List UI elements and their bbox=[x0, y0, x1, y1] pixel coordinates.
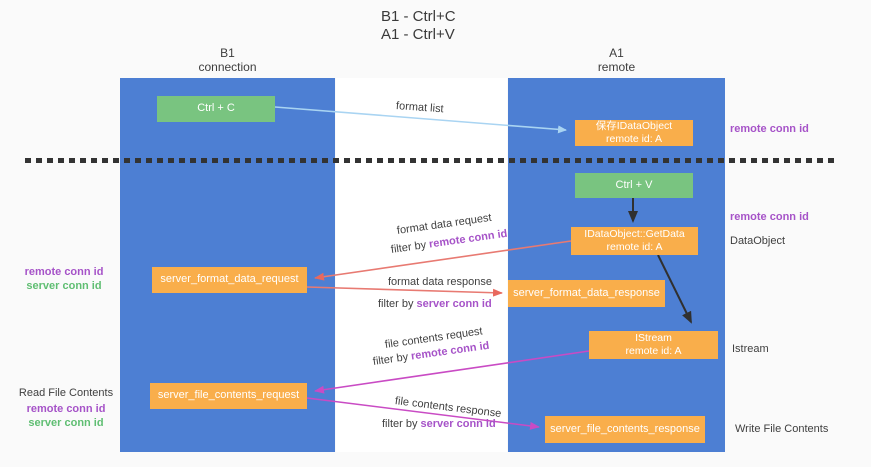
label-server-conn-id-mid-left: server conn id bbox=[26, 280, 102, 292]
page-title-line1: B1 - Ctrl+C bbox=[381, 8, 456, 25]
arrow-format-list bbox=[274, 106, 567, 134]
lane-b1-subtitle: connection bbox=[198, 60, 257, 74]
node-server-format-data-response-label: server_format_data_response bbox=[513, 286, 660, 299]
node-server-file-contents-response-label: server_file_contents_response bbox=[550, 422, 700, 435]
node-server-format-data-request-label: server_format_data_request bbox=[160, 273, 299, 286]
node-ctrl-v-label: Ctrl + V bbox=[615, 178, 653, 191]
label-remote-conn-id-mid-right: remote conn id bbox=[730, 211, 809, 223]
arrow-format-data-request bbox=[314, 240, 572, 281]
lane-b1-title: B1 bbox=[220, 46, 235, 60]
label-filter-by-4: filter by bbox=[382, 418, 421, 430]
node-server-file-contents-request: server_file_contents_request bbox=[150, 383, 307, 409]
label-read-file-contents-group: Read File Contents remote conn id server… bbox=[14, 386, 118, 430]
node-server-format-data-response: server_format_data_response bbox=[508, 280, 665, 307]
lane-gap-band bbox=[336, 78, 507, 452]
node-ctrl-c: Ctrl + C bbox=[157, 96, 275, 122]
arrow-format-data-response bbox=[306, 286, 503, 297]
page-title: B1 - Ctrl+C A1 - Ctrl+V bbox=[381, 8, 456, 44]
label-read-file-contents: Read File Contents bbox=[18, 387, 114, 399]
label-write-file-contents: Write File Contents bbox=[735, 423, 829, 435]
label-dataobject: DataObject bbox=[730, 235, 786, 247]
node-save-idataobject: 保存IDataObject remote id: A bbox=[575, 120, 693, 146]
label-remote-conn-id-bottom-left: remote conn id bbox=[26, 403, 106, 415]
arrow-getdata-to-istream bbox=[657, 254, 692, 324]
node-idataobject-getdata-line1: IDataObject::GetData bbox=[584, 227, 685, 240]
node-istream-line1: IStream bbox=[635, 331, 672, 344]
dashed-divider-line bbox=[25, 158, 835, 163]
arrow-file-contents-request bbox=[314, 350, 590, 394]
label-remote-conn-id-mid-left: remote conn id bbox=[24, 266, 104, 278]
lane-header-a1: A1 remote bbox=[508, 46, 725, 74]
node-save-idataobject-line1: 保存IDataObject bbox=[595, 119, 673, 132]
page-title-line2: A1 - Ctrl+V bbox=[381, 26, 455, 43]
node-server-file-contents-request-label: server_file_contents_request bbox=[157, 389, 300, 402]
label-filter-server-conn-id-1: server conn id bbox=[416, 298, 492, 310]
label-filter-by-2: filter by bbox=[378, 298, 417, 310]
node-idataobject-getdata-line2: remote id: A bbox=[606, 241, 663, 253]
node-ctrl-v: Ctrl + V bbox=[575, 173, 693, 198]
label-filter-server-conn-id-2: server conn id bbox=[420, 418, 496, 430]
node-server-format-data-request: server_format_data_request bbox=[152, 267, 307, 293]
label-istream: Istream bbox=[732, 343, 769, 355]
node-save-idataobject-line2: remote id: A bbox=[605, 133, 663, 145]
node-ctrl-c-label: Ctrl + C bbox=[197, 102, 235, 115]
arrow-file-contents-response bbox=[306, 397, 540, 430]
label-server-conn-id-bottom-left: server conn id bbox=[28, 417, 104, 429]
lane-a1-subtitle: remote bbox=[597, 60, 636, 74]
lane-a1-title: A1 bbox=[609, 46, 624, 60]
node-server-file-contents-response: server_file_contents_response bbox=[545, 416, 705, 443]
node-istream: IStream remote id: A bbox=[589, 331, 718, 359]
node-idataobject-getdata: IDataObject::GetData remote id: A bbox=[571, 227, 698, 255]
node-istream-line2: remote id: A bbox=[625, 345, 682, 357]
label-filter-server-2: filter by server conn id bbox=[382, 418, 496, 430]
label-conn-ids-mid-left: remote conn id server conn id bbox=[18, 265, 110, 293]
lane-header-b1: B1 connection bbox=[120, 46, 335, 74]
label-remote-conn-id-top-right: remote conn id bbox=[730, 123, 809, 135]
label-format-data-response: format data response bbox=[388, 276, 492, 288]
label-filter-server-1: filter by server conn id bbox=[378, 298, 492, 310]
